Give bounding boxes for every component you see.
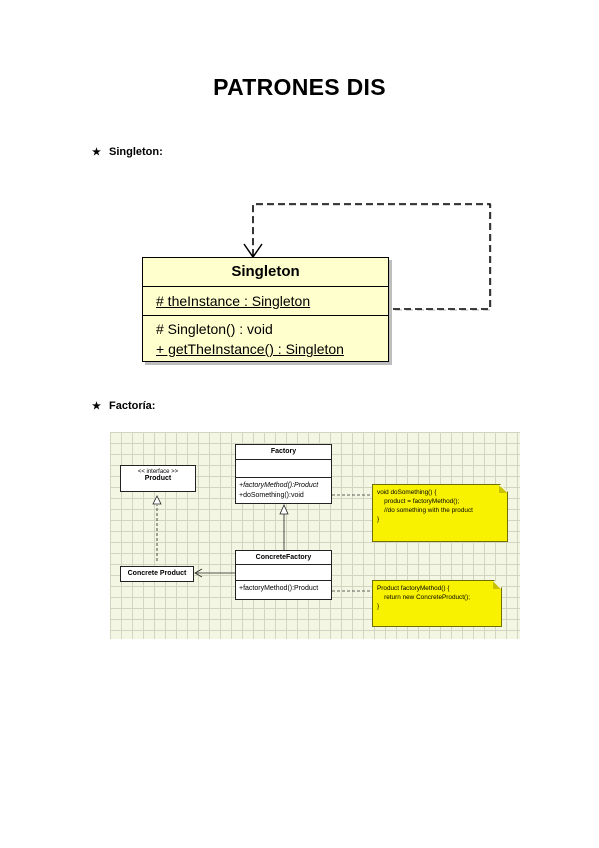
note-line: } — [377, 516, 380, 523]
star-bullet-icon: ★ — [92, 147, 101, 158]
note-fold-icon — [493, 581, 501, 589]
singleton-operation-getinstance: + getTheInstance() : Singleton — [156, 341, 344, 357]
factory-name: Factory — [270, 448, 297, 455]
note-fold-icon — [499, 485, 507, 493]
factory-diagram: << interface >> Product Concrete Product… — [110, 432, 520, 639]
page-title: PATRONES DIS — [213, 74, 386, 100]
concrete-product-class: Concrete Product — [120, 566, 194, 582]
product-interface: << interface >> Product — [120, 465, 196, 492]
concrete-product-name: Concrete Product — [127, 570, 187, 577]
section-factoria: ★ Factoría: — [92, 400, 155, 412]
note-line: void doSomething() { — [377, 489, 437, 496]
singleton-operation-constructor: # Singleton() : void — [156, 321, 273, 337]
product-name: Product — [144, 475, 172, 482]
section-singleton: ★ Singleton: — [92, 146, 163, 158]
note-line: product = factoryMethod(); — [377, 498, 460, 505]
factory-operation-factorymethod: +factoryMethod():Product — [239, 482, 319, 489]
note-line: } — [377, 603, 380, 610]
factory-connectors — [152, 494, 372, 592]
singleton-class-name: Singleton — [143, 258, 388, 287]
note-line: return new ConcreteProduct(); — [377, 594, 471, 601]
section-label: Factoría: — [109, 400, 156, 412]
note-dosomething: void doSomething() { product = factoryMe… — [372, 484, 508, 542]
note-line: Product factoryMethod() { — [377, 585, 450, 592]
note-factorymethod: Product factoryMethod() { return new Con… — [372, 580, 502, 627]
product-stereotype: << interface >> — [137, 469, 179, 475]
concrete-factory-class: ConcreteFactory +factoryMethod():Product — [235, 550, 332, 600]
factory-operation-dosomething: +doSomething():void — [239, 492, 304, 499]
singleton-class: Singleton # theInstance : Singleton # Si… — [142, 257, 389, 362]
concrete-factory-operation: +factoryMethod():Product — [239, 585, 319, 592]
concrete-factory-name: ConcreteFactory — [255, 554, 312, 561]
note-line: //do something with the product — [377, 507, 473, 514]
singleton-attribute: # theInstance : Singleton — [156, 293, 311, 309]
section-label: Singleton: — [109, 146, 163, 158]
star-bullet-icon: ★ — [92, 401, 101, 412]
factory-class: Factory +factoryMethod():Product +doSome… — [235, 444, 332, 504]
